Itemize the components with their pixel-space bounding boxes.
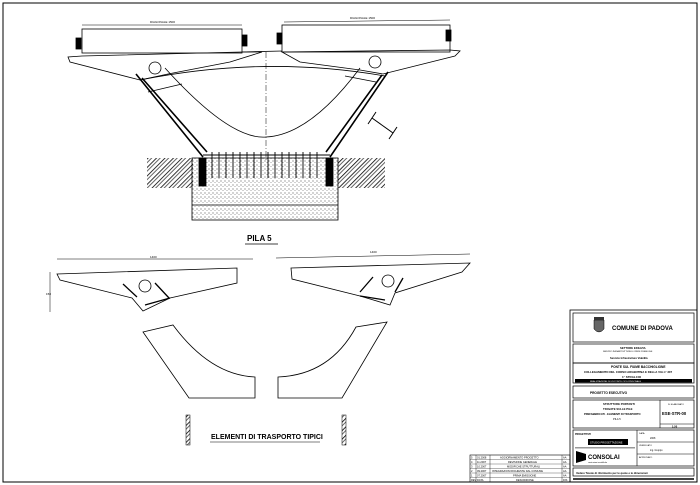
svg-text:3: 3 <box>471 465 473 469</box>
svg-text:AA: AA <box>563 465 567 469</box>
section-title: PILA 5 <box>247 234 272 243</box>
svg-text:REV: REV <box>471 478 477 482</box>
drawing-description-1: STRUTTURE PORTANTI <box>603 402 635 406</box>
svg-text:1: 1 <box>471 474 473 478</box>
svg-text:5: 5 <box>471 456 473 460</box>
svg-text:AA: AA <box>563 456 567 460</box>
date-value: 2008 <box>650 437 656 440</box>
elements-title: ELEMENTI DI TRASPORTO TIPICI <box>211 434 323 441</box>
left-deck-dimension: DIAGONALE 1500 <box>150 20 175 24</box>
left-element-height: 150 <box>46 292 51 296</box>
svg-text:AA: AA <box>563 460 567 464</box>
drawing-scale: 1:50 <box>672 425 678 429</box>
right-deck-dimension: DIAGONALE 1500 <box>350 16 375 20</box>
revision-row: 3 10.2007 MODIFICHE STRUTTURALI AA <box>471 465 567 469</box>
check-label: VERIFICATO <box>639 444 652 447</box>
revision-row: 5 01.2008 AGGIORNAMENTO PROGETTO AA <box>471 456 567 460</box>
svg-text:AA: AA <box>563 474 567 478</box>
drawing-description-4: PILA 5 <box>613 417 621 421</box>
project-title-3: 1° STRALCIO <box>622 375 642 379</box>
right-ground-hatch <box>338 158 385 188</box>
left-deck-box <box>81 28 243 54</box>
project-title-2: COLLEGAMENTO DEL CORSO ARGENTINA E DELLA… <box>584 370 673 374</box>
svg-text:PRIMA EMISSIONE: PRIMA EMISSIONE <box>513 474 536 478</box>
revision-row: 4 11.2007 REVISIONE GENERALE AA <box>471 460 567 464</box>
company-logo <box>576 451 586 463</box>
project-title-1: PONTE SUL FIUME BACCHIGLIONE <box>611 365 666 369</box>
left-leg-element <box>142 324 256 399</box>
right-deck-box <box>281 24 451 53</box>
svg-text:AA: AA <box>563 469 567 473</box>
right-transport-element <box>290 262 471 306</box>
transport-elements <box>49 253 471 446</box>
title-block-footer: Vedere Tavole di riferimento per le quot… <box>576 471 648 475</box>
svg-text:2: 2 <box>471 469 473 473</box>
svg-text:07.2007: 07.2007 <box>477 474 487 478</box>
left-cantilever <box>67 51 263 81</box>
svg-text:DIS: DIS <box>563 478 568 482</box>
designer-label: PROGETTISTI <box>575 433 591 436</box>
designer-name: STUDIO PROGETTAZIONE <box>590 441 623 445</box>
company-name: CONSOLAI <box>588 455 620 461</box>
drawing-number: ESE-STR-00 <box>662 411 687 416</box>
right-leg-element <box>277 321 388 399</box>
svg-text:11.2007: 11.2007 <box>477 460 487 464</box>
svg-text:4: 4 <box>471 460 473 464</box>
date-label: DATA <box>639 432 645 435</box>
foundation-block <box>191 157 339 221</box>
right-element-dimension: 1400 <box>370 250 377 254</box>
project-note: REALIZZAZIONE DI UN PONTE CICLOPEDONALE <box>590 380 642 383</box>
drawing-description-3: PREFABBRICATI - ELEMENTI DI TRASPORTO <box>584 412 641 416</box>
svg-text:10.2007: 10.2007 <box>477 465 487 469</box>
svg-text:MODIFICHE STRUTTURALI: MODIFICHE STRUTTURALI <box>507 465 540 469</box>
title-block <box>569 309 698 483</box>
department: SETTORE EDILIZIA <box>620 346 646 350</box>
revision-row: 1 07.2007 PRIMA EMISSIONE AA <box>471 474 567 478</box>
company-subtitle: costruzioni metalliche <box>588 461 608 464</box>
approved-label: APPROVATO <box>639 456 653 459</box>
pier-section-view <box>67 19 461 221</box>
right-cantilever <box>280 49 461 75</box>
svg-text:INTEGRAZIONI RICHIESTE DAL COM: INTEGRAZIONI RICHIESTE DAL COMUNE <box>492 469 543 473</box>
svg-text:09.2007: 09.2007 <box>477 469 487 473</box>
revision-table: 5 01.2008 AGGIORNAMENTO PROGETTO AA 4 11.200… <box>469 454 571 483</box>
svg-text:DATA: DATA <box>477 478 484 482</box>
svg-text:01.2008: 01.2008 <box>477 456 487 460</box>
client-name: COMUNE DI PADOVA <box>612 326 673 332</box>
office: Servizio Infrastrutture Viabilità <box>610 356 648 360</box>
left-transport-element <box>56 267 238 312</box>
check-value: ing. Gruppo <box>650 449 663 452</box>
drawing-number-label: N. ELABORATO <box>668 403 684 406</box>
sub-department: SERVIZIO INFRASTRUTTURE E OPERE PUBBLICH… <box>603 350 653 353</box>
project-phase: PROGETTO ESECUTIVO <box>590 391 628 395</box>
city-crest-icon <box>593 317 605 333</box>
revision-row: 2 09.2007 INTEGRAZIONI RICHIESTE DAL COMUN… <box>471 469 567 473</box>
left-ground-hatch <box>147 158 193 188</box>
svg-text:AGGIORNAMENTO PROGETTO: AGGIORNAMENTO PROGETTO <box>500 456 539 460</box>
left-element-dimension: 1400 <box>150 255 157 259</box>
drawing-description-2: TRAVATE SULLE PILE <box>603 407 633 411</box>
svg-text:REVISIONE GENERALE: REVISIONE GENERALE <box>508 460 537 464</box>
svg-text:DESCRIZIONE: DESCRIZIONE <box>516 478 534 482</box>
